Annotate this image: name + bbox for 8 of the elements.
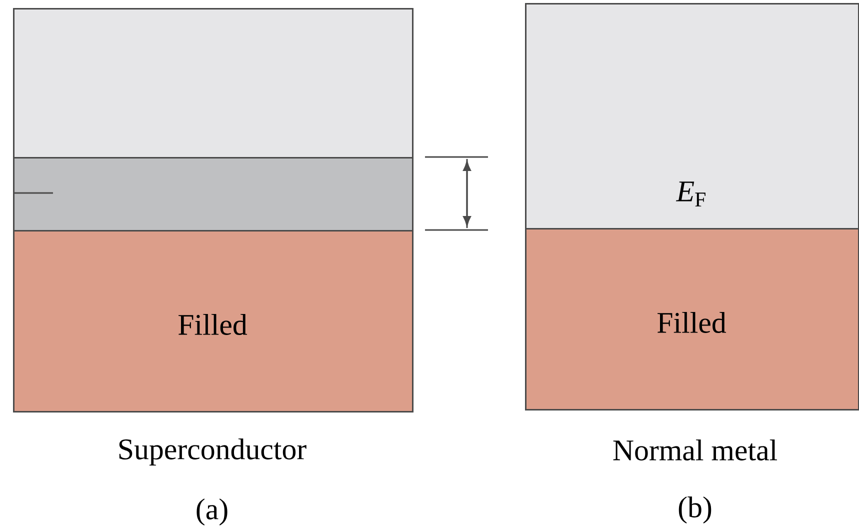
energy-band — [13, 157, 414, 232]
energy-band: E$_{F}$ — [525, 3, 859, 230]
energy-band — [13, 8, 414, 158]
caption: Normal metal — [613, 439, 777, 460]
caption: (b) — [678, 496, 712, 524]
caption: (a) — [196, 498, 228, 526]
energy-band: Filled — [13, 230, 414, 412]
energy-band: Filled — [525, 228, 859, 410]
